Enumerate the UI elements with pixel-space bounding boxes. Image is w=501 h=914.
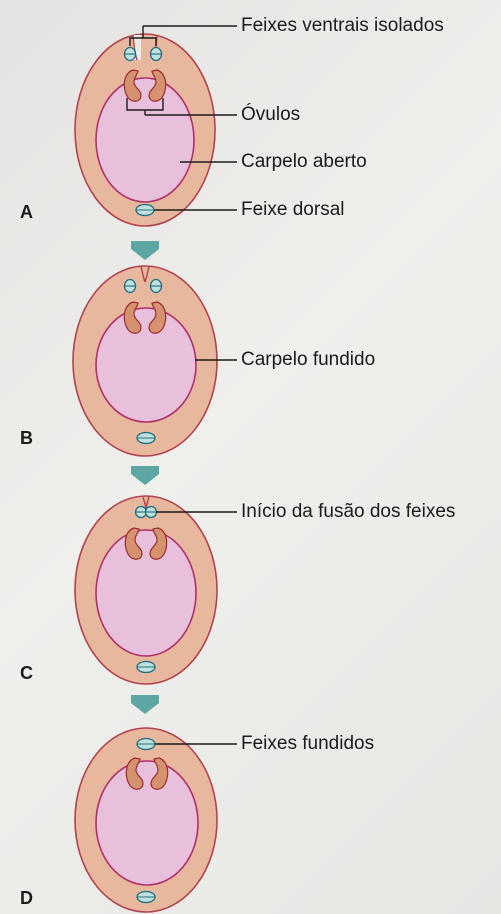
label-ventral-bundles: Feixes ventrais isolados	[241, 15, 444, 37]
panel-c-carpel	[75, 496, 217, 684]
label-fused-carpel: Carpelo fundido	[241, 349, 375, 371]
panel-b-carpel	[73, 266, 217, 456]
label-ovules: Óvulos	[241, 104, 300, 126]
panel-d-carpel	[75, 728, 217, 912]
panel-letter-a: A	[20, 202, 33, 222]
panel-a-locule	[96, 78, 194, 202]
panel-a-carpel	[75, 34, 215, 226]
label-fusion-start: Início da fusão dos feixes	[241, 501, 455, 523]
down-arrow-icon	[131, 695, 159, 714]
panel-b-locule	[96, 308, 196, 422]
label-open-carpel: Carpelo aberto	[241, 151, 367, 173]
panel-c-locule	[96, 530, 196, 656]
panel-d-locule	[96, 761, 198, 885]
panel-letter-c: C	[20, 663, 33, 683]
down-arrow-icon	[131, 466, 159, 485]
down-arrow-icon	[131, 241, 159, 260]
panel-letter-b: B	[20, 428, 33, 448]
panel-letter-d: D	[20, 888, 33, 908]
label-fused-bundles: Feixes fundidos	[241, 733, 374, 755]
label-dorsal-bundle: Feixe dorsal	[241, 199, 345, 221]
